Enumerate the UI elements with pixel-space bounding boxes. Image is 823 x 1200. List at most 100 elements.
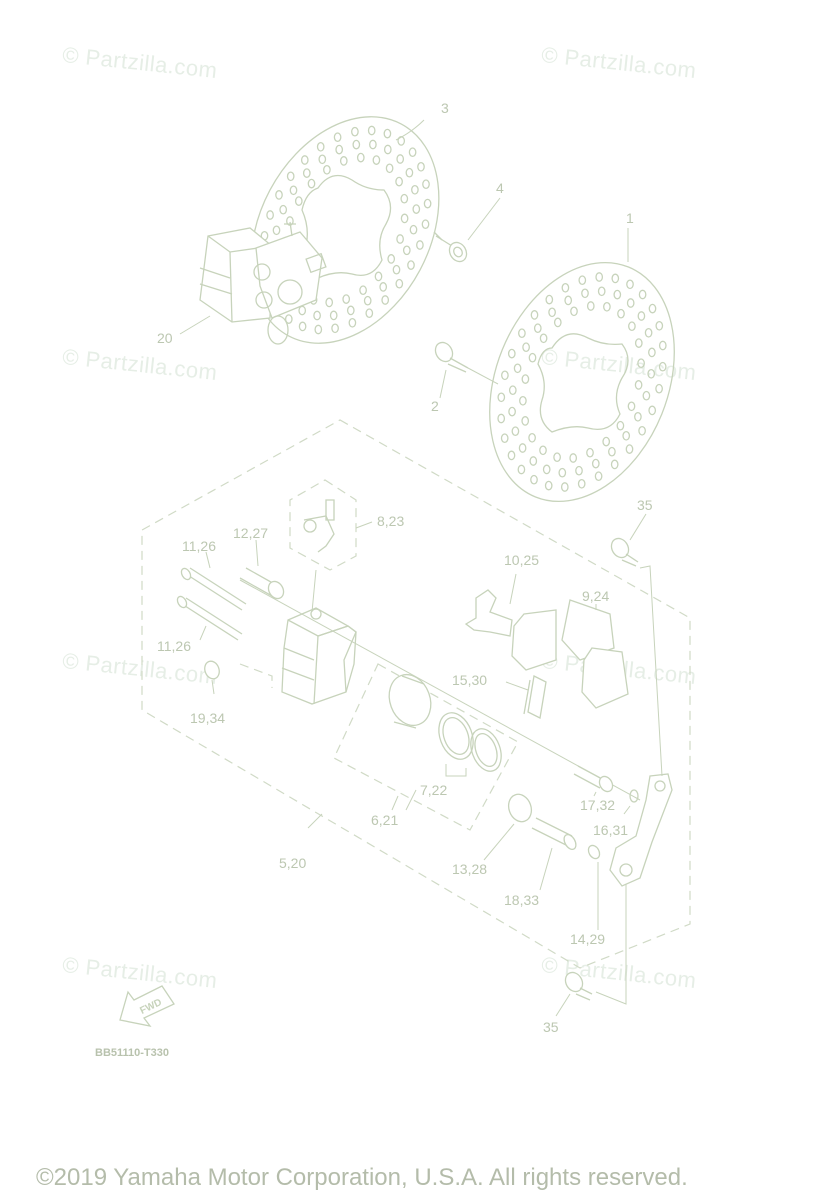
disc-hole (647, 368, 656, 379)
disc-hole (497, 392, 506, 403)
disc-hole (603, 301, 611, 312)
disc-hole (617, 308, 625, 319)
disc-hole (298, 321, 307, 332)
disc-hole (333, 132, 342, 143)
disc-hole (533, 323, 542, 334)
disc-hole (637, 311, 646, 321)
disc-hole (626, 279, 634, 290)
disc-hole (622, 430, 631, 441)
disc-hole (595, 272, 604, 282)
caliper-pins (176, 551, 247, 641)
disc-hole (286, 171, 295, 182)
callout-10-25: 10,25 (504, 552, 540, 568)
disc-hole (372, 155, 381, 165)
disc-hole (648, 405, 657, 416)
disc-hole (396, 234, 404, 244)
disc-hole (411, 184, 419, 195)
disc-hole (298, 305, 307, 316)
disc-hole (658, 361, 667, 372)
brake-disc-upper (250, 116, 440, 344)
callout-18-33: 18,33 (504, 892, 540, 908)
disc-hole (560, 482, 569, 492)
disc-hole (539, 333, 548, 344)
disc-hole (655, 320, 664, 331)
disc-hole (521, 374, 530, 384)
disc-hole (331, 323, 339, 334)
disc-hole (637, 358, 645, 369)
disc-hole (517, 464, 526, 475)
disc-hole (626, 298, 635, 308)
disc-hole (365, 308, 374, 319)
disc-hole (644, 327, 653, 338)
disc-hole (407, 260, 415, 270)
disc-hole (302, 168, 311, 178)
disc-hole (417, 161, 425, 172)
disc-hole (529, 456, 538, 466)
disc-hole (561, 282, 570, 293)
disc-hole (578, 275, 587, 286)
disc-hole (558, 467, 567, 478)
callout-15-30: 15,30 (452, 672, 488, 688)
disc-hole (339, 156, 348, 166)
diagram-code: BB51110-T330 (95, 1047, 169, 1059)
disc-hole (395, 278, 404, 289)
disc-hole (284, 314, 293, 324)
disc-hole (594, 471, 603, 482)
bolt-35 (555, 513, 647, 1017)
disc-hole (396, 154, 405, 164)
disc-hole (634, 380, 643, 390)
disc-hole (385, 163, 394, 174)
disc-hole (307, 178, 316, 189)
disc-hole (513, 363, 522, 374)
disc-hole (383, 144, 392, 155)
callout-20: 20 (157, 330, 173, 346)
disc-hole (356, 152, 365, 163)
disc-hole (500, 433, 509, 444)
callout-11-26-bottom: 11,26 (157, 638, 191, 654)
disc-hole (542, 464, 551, 475)
callout-13-28: 13,28 (452, 861, 488, 877)
disc-hole (272, 225, 281, 236)
disc-hole (381, 295, 390, 305)
disc-hole (548, 307, 556, 318)
disc-hole (402, 245, 411, 256)
disc-hole (625, 444, 634, 454)
disc-hole (518, 443, 527, 453)
disc-hole (508, 385, 517, 396)
disc-hole (530, 474, 538, 485)
disc-hole (369, 139, 377, 150)
assembly-outline (141, 419, 691, 969)
disc-hole (602, 436, 611, 447)
disc-hole (638, 425, 646, 436)
disc-hole (316, 141, 325, 152)
callout-12-27: 12,27 (233, 525, 269, 541)
disc-hole (553, 452, 561, 463)
disc-hole (522, 342, 530, 353)
callout-11-26-top: 11,26 (182, 538, 216, 554)
disc-hole (405, 167, 414, 178)
disc-hole (628, 321, 636, 332)
fwd-arrow-icon: FWD (119, 985, 175, 1027)
callout-8-23: 8,23 (377, 513, 405, 529)
callout-35-bottom: 35 (543, 1019, 559, 1035)
disc-hole (275, 190, 283, 200)
callout-14-29: 14,29 (570, 931, 606, 947)
disc-hole (395, 176, 403, 187)
callout-4: 4 (496, 180, 504, 196)
disc-hole (501, 370, 509, 381)
disc-hole (374, 271, 383, 282)
disc-hole (289, 185, 298, 196)
disc-hole (564, 295, 573, 306)
disc-hole (383, 128, 392, 139)
disc-hole (577, 478, 586, 489)
disc-bolt-2 (434, 341, 469, 373)
disc-hole (412, 204, 421, 214)
slide-pins (483, 793, 601, 930)
disc-hole (545, 294, 554, 305)
disc-hole (392, 264, 401, 275)
disc-hole (408, 147, 417, 158)
disc-hole (507, 450, 516, 461)
disc-hole (416, 240, 424, 250)
disc-hole (266, 210, 274, 220)
